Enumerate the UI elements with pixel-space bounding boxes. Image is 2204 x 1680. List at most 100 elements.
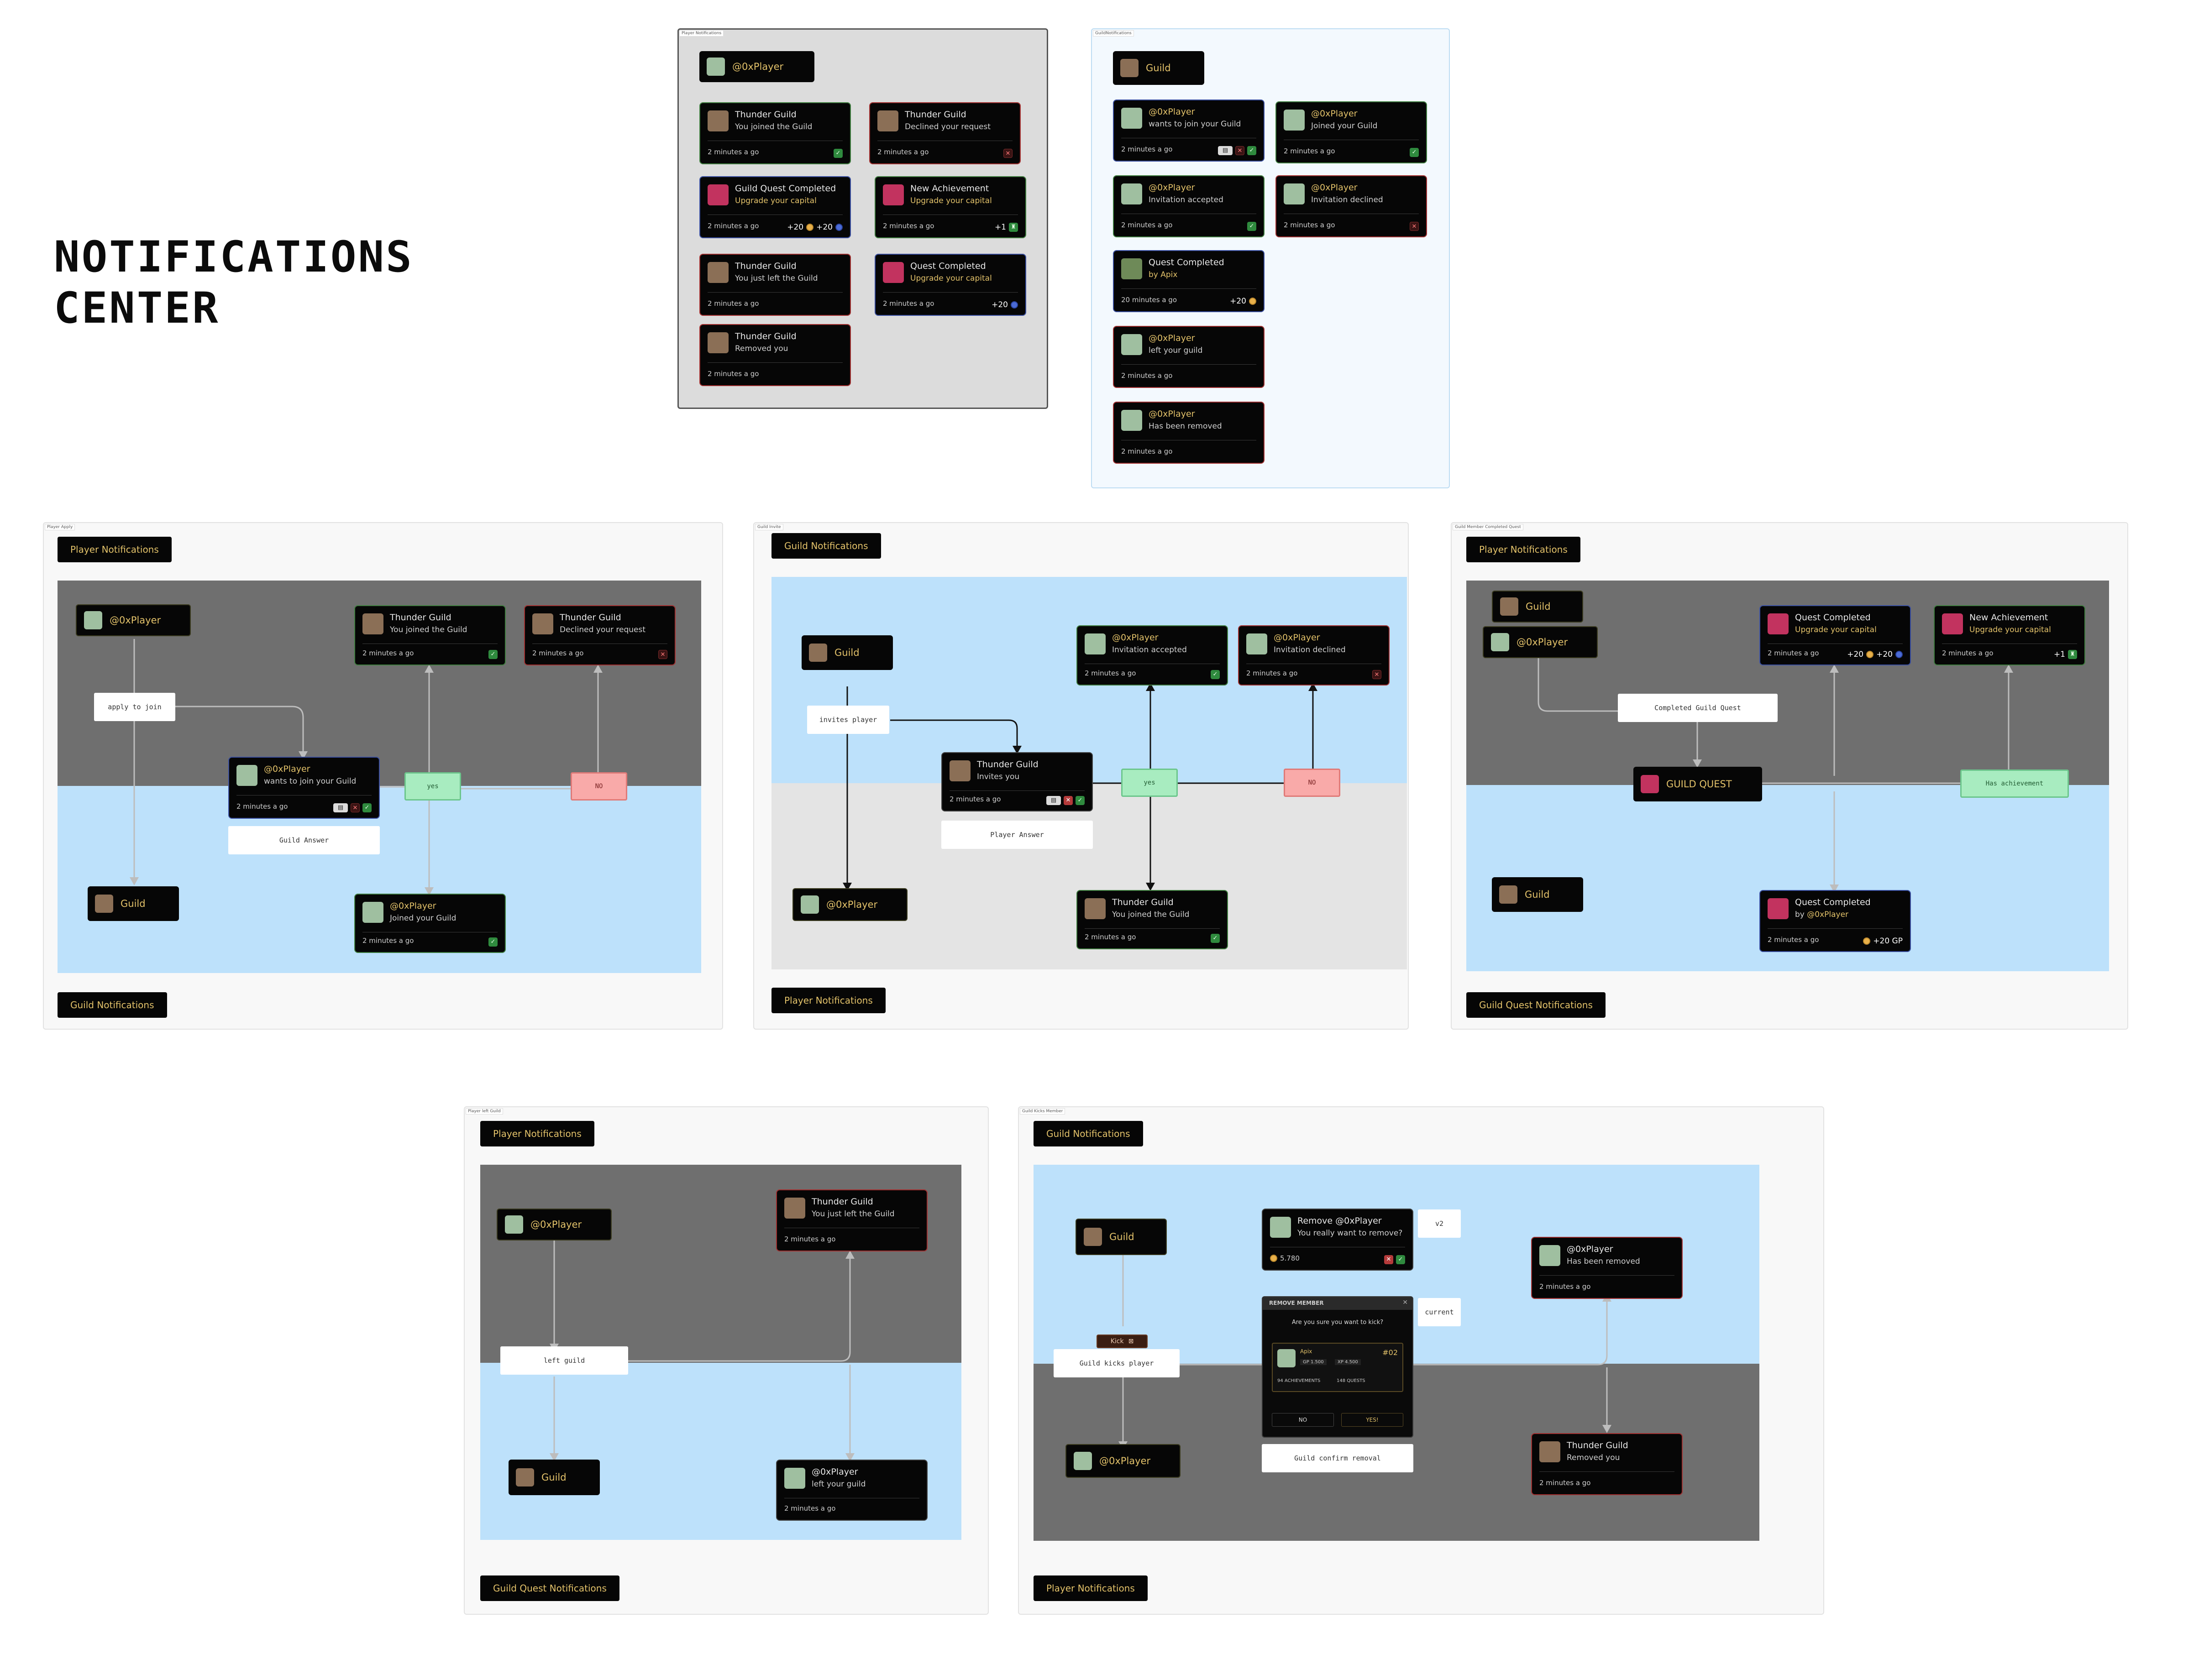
notification-card[interactable]: @0xPlayer left your guild 2 minutes a go [1113,326,1265,388]
frame-label: Guild Member Completed Quest [1453,524,1523,530]
guild-badge[interactable]: Guild [88,886,179,921]
check-icon[interactable]: ✓ [1076,796,1085,805]
card-title: Thunder Guild [812,1197,873,1207]
notification-card[interactable]: Thunder Guild You just left the Guild 2 … [776,1189,928,1251]
avatar-player-icon [1121,334,1142,355]
guild-badge[interactable]: Guild [1492,591,1583,623]
player-answer-label: Player Answer [941,821,1093,849]
notification-card[interactable]: @0xPlayer Invitation accepted 2 minutes … [1076,625,1228,686]
avatar-player-icon [84,611,102,629]
card-time: 2 minutes a go [784,1504,836,1513]
modal-no-button[interactable]: NO [1272,1413,1334,1427]
notification-card[interactable]: @0xPlayer Joined your Guild 2 minutes a … [354,894,506,953]
notification-card[interactable]: @0xPlayer Joined your Guild 2 minutes a … [1275,101,1427,163]
close-icon[interactable]: ✕ [351,803,360,812]
id-card-icon[interactable]: ▤ [1046,796,1061,805]
member-summary: Apix #02 GP 1.500 XP 4.500 94 ACHIEVEMEN… [1272,1343,1403,1392]
guild-badge[interactable]: Guild [802,635,893,670]
close-icon[interactable]: ✕ [1402,1299,1408,1306]
avatar-guild-icon [809,644,827,662]
notification-card[interactable]: @0xPlayer wants to join your Guild 2 min… [228,757,380,819]
close-icon[interactable]: ✕ [1235,146,1244,155]
check-icon[interactable]: ✓ [362,803,372,812]
player-badge[interactable]: @0xPlayer [76,604,191,636]
player-badge[interactable]: @0xPlayer [1065,1444,1181,1478]
badge-label: GUILD QUEST [1666,779,1732,790]
avatar-player-icon [1121,183,1142,204]
badge-label: Guild [541,1472,567,1483]
card-time: 2 minutes a go [708,299,759,308]
card-message: by [1795,910,1805,919]
card-message: left your guild [812,1480,866,1489]
notification-card[interactable]: Thunder Guild Removed you 2 minutes a go [1531,1433,1683,1495]
member-xp: XP 4.500 [1335,1359,1361,1365]
notification-card[interactable]: @0xPlayer left your guild 2 minutes a go [776,1460,928,1521]
notification-card[interactable]: Thunder Guild Declined your request 2 mi… [869,102,1021,164]
check-icon[interactable]: ✓ [1247,146,1256,155]
id-card-icon[interactable]: ▤ [1218,146,1233,155]
notification-card[interactable]: Thunder Guild You just left the Guild 2 … [699,254,851,316]
avatar-guild-icon [1084,1228,1102,1246]
notification-card[interactable]: Thunder Guild You joined the Guild 2 min… [699,102,851,164]
card-title: Thunder Guild [1112,897,1174,907]
guild-quest-notifications-tag: Guild Quest Notifications [480,1575,619,1601]
check-icon: ✓ [1410,148,1419,157]
notification-card[interactable]: Thunder Guild You joined the Guild 2 min… [354,605,506,665]
notification-card[interactable]: @0xPlayer Has been removed 2 minutes a g… [1531,1237,1683,1299]
avatar-player-icon [1270,1217,1291,1238]
avatar-quest-icon [883,184,904,205]
notification-card[interactable]: @0xPlayer Invitation declined 2 minutes … [1275,175,1427,237]
guild-quest-badge[interactable]: GUILD QUEST [1633,767,1762,801]
avatar-guild-icon [877,110,898,131]
modal-yes-button[interactable]: YES! [1341,1413,1403,1427]
avatar-guild-icon [708,332,729,353]
notification-card[interactable]: New Achievement Upgrade your capital 2 m… [1934,605,2085,665]
v2-label: v2 [1418,1209,1461,1238]
notification-card[interactable]: Thunder Guild Removed you 2 minutes a go [699,324,851,386]
notification-card[interactable]: Thunder Guild Invites you 2 minutes a go… [941,752,1093,811]
notification-card[interactable]: New Achievement Upgrade your capital 2 m… [875,176,1026,238]
notification-card[interactable]: @0xPlayer wants to join your Guild 2 min… [1113,99,1265,162]
avatar-player-icon [707,58,725,76]
check-icon: ✓ [1247,222,1256,231]
check-icon[interactable]: ✓ [1396,1255,1405,1264]
card-message: Invites you [977,772,1020,781]
notification-card[interactable]: Guild Quest Completed Upgrade your capit… [699,176,851,238]
notification-card[interactable]: @0xPlayer Has been removed 2 minutes a g… [1113,402,1265,464]
avatar-guild-icon [950,760,971,781]
badge-label: @0xPlayer [732,61,784,72]
close-icon[interactable]: ✕ [1064,796,1073,805]
guild-badge[interactable]: Guild [1076,1219,1167,1255]
notification-card[interactable]: @0xPlayer Invitation declined 2 minutes … [1238,625,1390,686]
close-icon[interactable]: ✕ [1384,1255,1393,1264]
guild-confirm-removal-label: Guild confirm removal [1262,1444,1413,1472]
remove-member-card[interactable]: Remove @0xPlayer You really want to remo… [1262,1209,1413,1271]
badge-label: Guild [121,898,146,909]
card-title: @0xPlayer [390,901,436,911]
notification-card[interactable]: Thunder Guild You joined the Guild 2 min… [1076,890,1228,949]
badge-label: Guild [834,647,860,658]
notification-card[interactable]: Quest Completed by Apix 20 minutes a go … [1113,250,1265,312]
notification-card[interactable]: Thunder Guild Declined your request 2 mi… [524,605,676,665]
notification-card[interactable]: Quest Completed Upgrade your capital 2 m… [875,254,1026,316]
player-badge[interactable]: @0xPlayer [699,51,814,82]
has-achievement-choice: Has achievement [1960,769,2069,798]
notification-card[interactable]: Quest Completed by @0xPlayer 2 minutes a… [1759,890,1911,952]
member-rank: #02 [1382,1348,1398,1357]
kick-button[interactable]: Kick⊠ [1097,1335,1148,1348]
notification-card[interactable]: @0xPlayer Invitation accepted 2 minutes … [1113,175,1265,237]
guild-badge[interactable]: Guild [1492,877,1583,912]
member-gp: GP 1.500 [1300,1359,1327,1365]
player-badge[interactable]: @0xPlayer [497,1209,612,1240]
card-time: 2 minutes a go [708,222,759,230]
card-title: Guild Quest Completed [735,183,836,194]
notification-card[interactable]: Quest Completed Upgrade your capital 2 m… [1759,605,1911,665]
guild-badge[interactable]: Guild [509,1460,600,1495]
card-time: 2 minutes a go [236,802,288,811]
card-time: 2 minutes a go [1085,669,1136,677]
close-icon: ✕ [1372,670,1381,679]
id-card-icon[interactable]: ▤ [333,803,348,812]
player-badge[interactable]: @0xPlayer [1483,626,1598,658]
guild-badge[interactable]: Guild [1113,51,1204,85]
player-badge[interactable]: @0xPlayer [792,888,908,921]
